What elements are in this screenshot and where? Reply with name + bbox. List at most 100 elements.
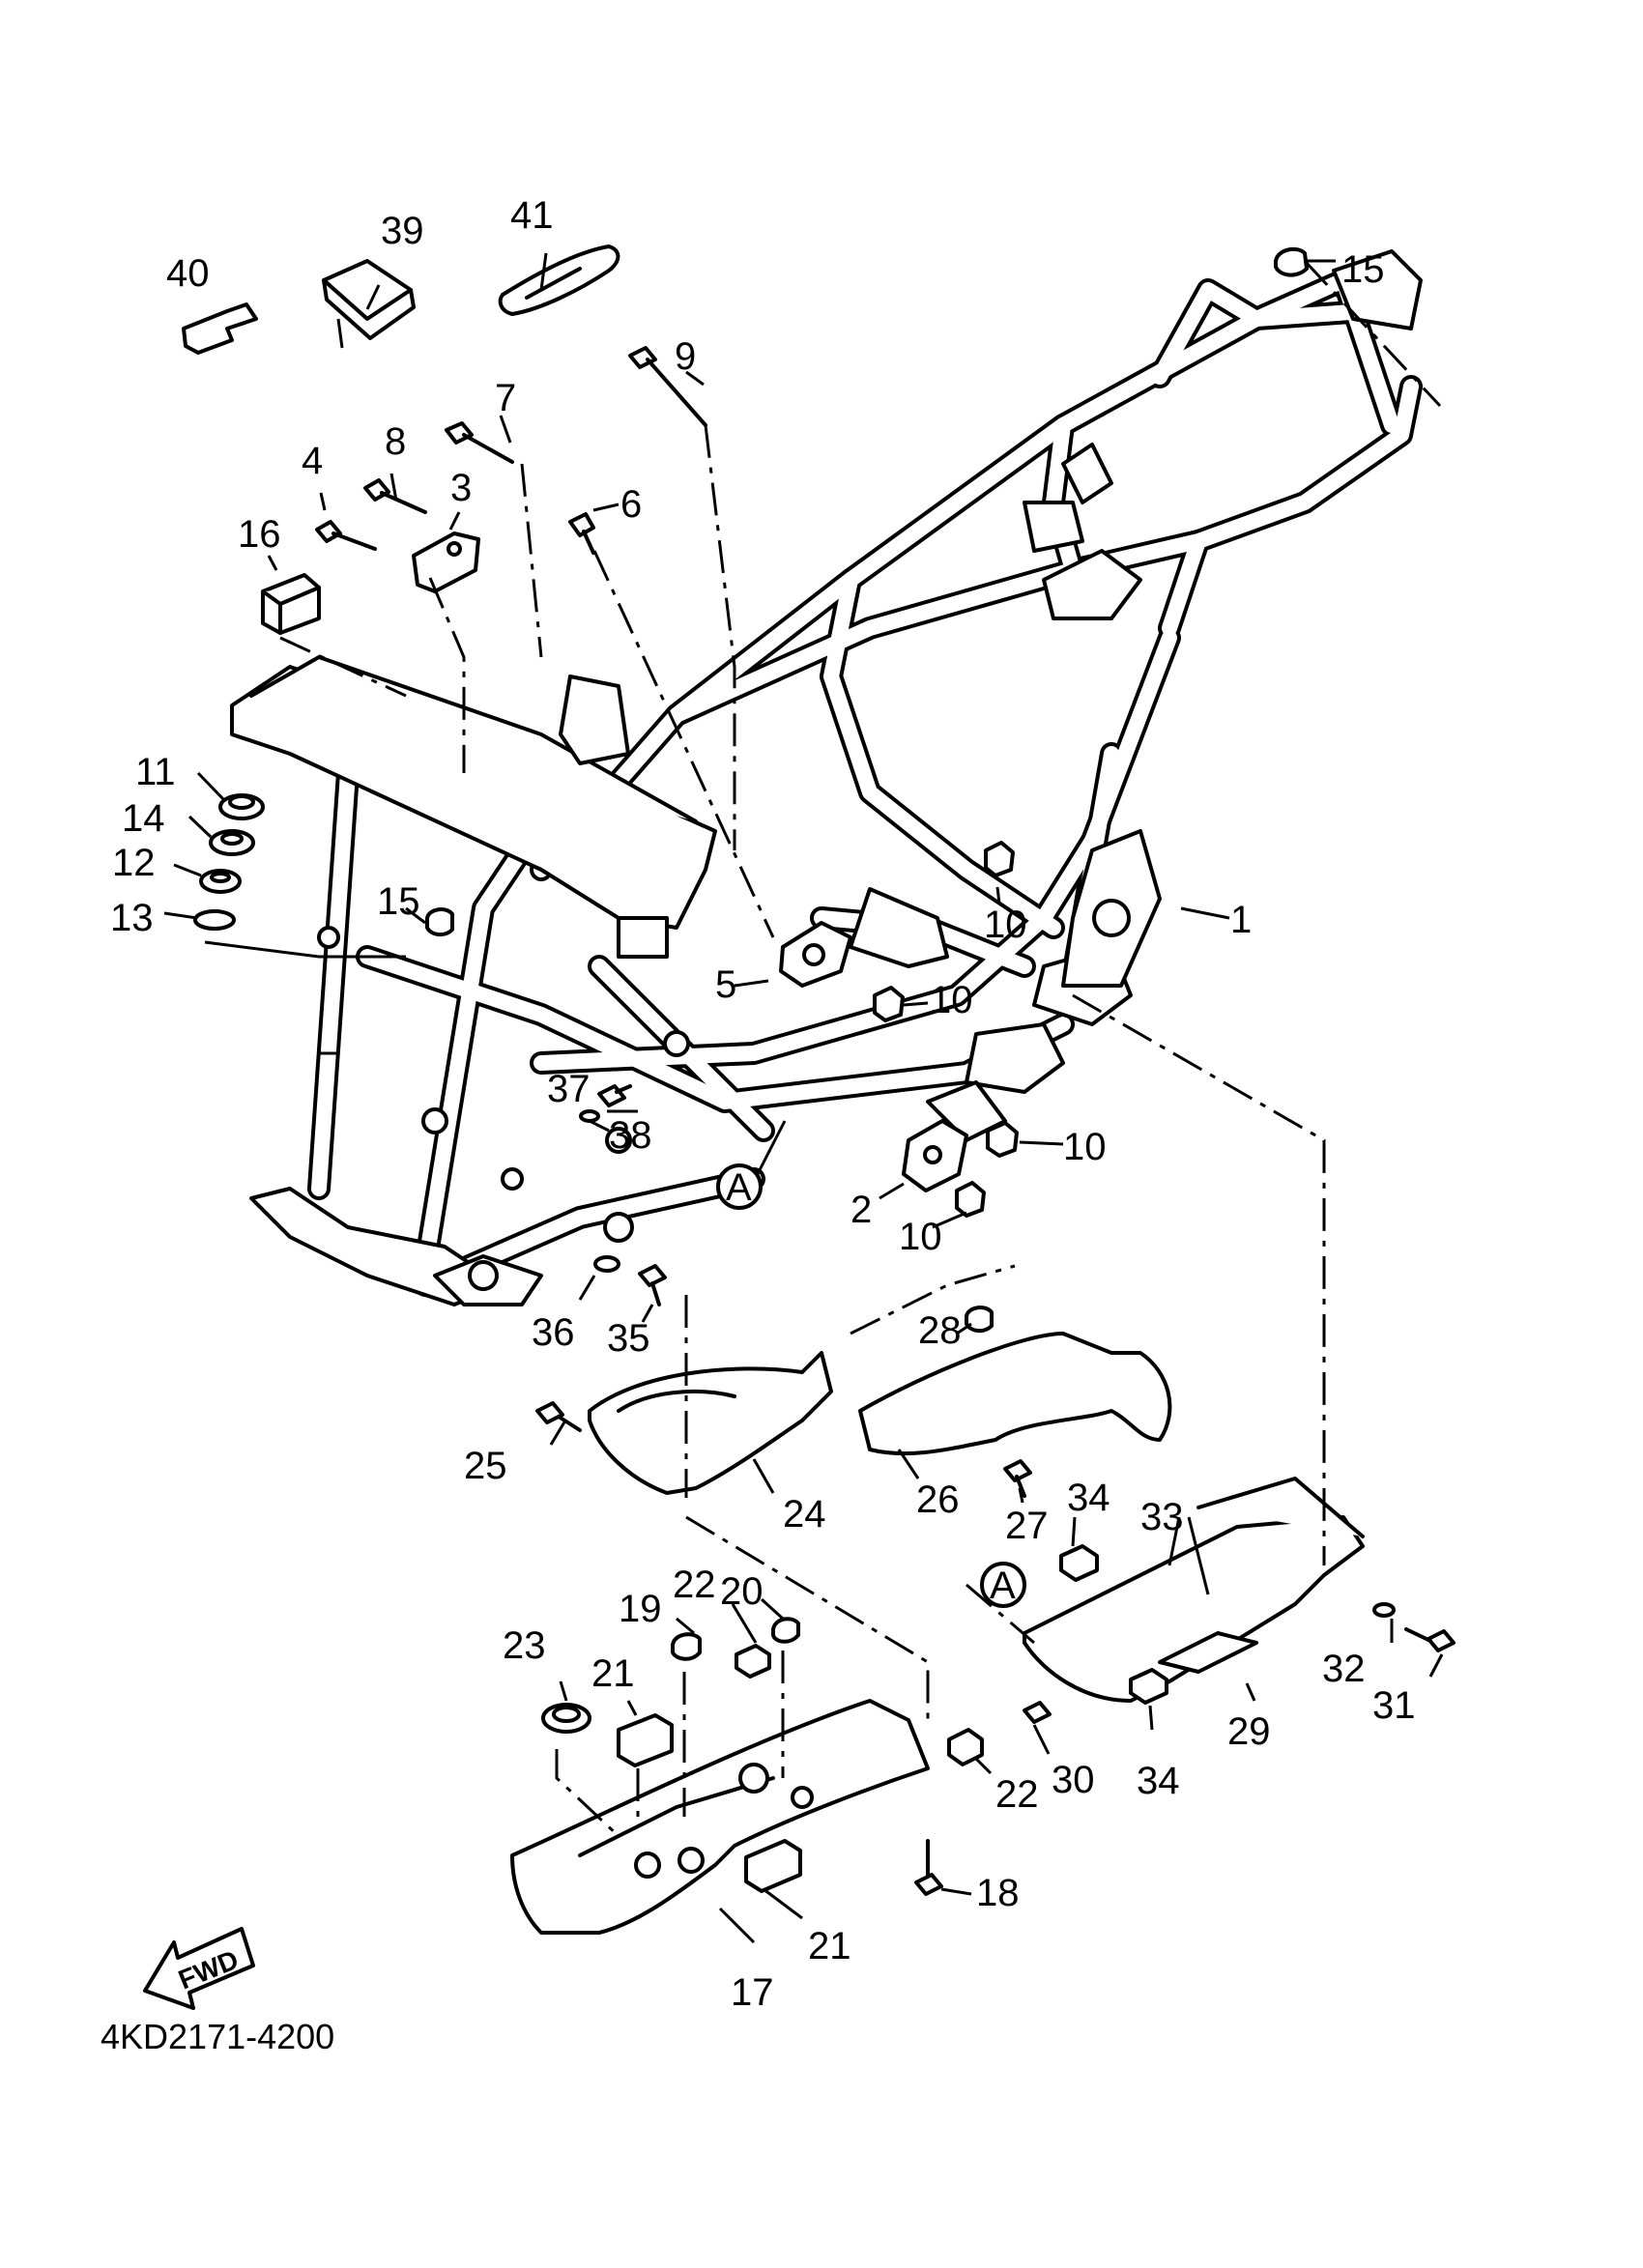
bracket-part-3 [412,531,480,593]
pad-part-34-a [1059,1544,1099,1582]
callout: 35 [607,1317,650,1360]
block-part-21-b [744,1839,802,1893]
callout: 26 [916,1479,960,1521]
bolt-part-18 [914,1839,943,1896]
bolt-part-4 [315,520,377,551]
callout: 21 [591,1652,635,1695]
callout: 6 [620,483,642,526]
callout: 10 [899,1216,942,1258]
callout: 23 [503,1624,546,1667]
cap-part-20 [771,1617,800,1644]
guard-part-26 [858,1332,1172,1456]
callout: 32 [1322,1648,1366,1690]
plate-part-41 [498,244,620,316]
bolt-part-37 [597,1084,632,1107]
callout: 3 [450,467,472,509]
skid-plate-part-17 [510,1699,930,1935]
pad-part-39 [322,259,416,340]
callout: 34 [1137,1760,1180,1802]
ref-marker-a-1-label: A [726,1166,752,1209]
ref-marker-a-2: A [980,1562,1026,1608]
clip-part-40 [182,302,258,355]
callout: 7 [495,377,516,419]
pad-part-22-a [735,1644,771,1679]
callout: 25 [464,1445,507,1487]
callout: 8 [385,420,406,463]
callout: 22 [673,1564,716,1606]
grommet-part-23 [541,1703,591,1734]
callout: 13 [110,897,154,939]
washer-part-11 [218,793,265,820]
ref-marker-a-1: A [716,1163,763,1210]
cap-part-15-top [1274,246,1309,277]
nut-part-10-d [955,1181,986,1218]
washer-part-12 [199,869,242,894]
cap-part-28 [965,1306,994,1333]
callout: 37 [547,1068,591,1110]
washer-part-13 [193,909,236,931]
nut-part-10-a [984,841,1015,877]
bolt-part-8 [363,478,427,514]
callout: 20 [720,1570,764,1613]
nut-part-10-b [873,986,905,1022]
cap-part-15-left [425,907,454,936]
frame-assembly [230,249,1423,1306]
callout: 27 [1005,1505,1049,1547]
callout: 30 [1052,1759,1095,1801]
callout: 17 [731,1971,774,2014]
ref-marker-a-2-label: A [990,1565,1016,1607]
callout: 21 [808,1925,851,1967]
callout: 14 [122,797,165,840]
washer-part-32 [1372,1602,1396,1618]
plate-part-2 [902,1119,968,1192]
callout: 28 [918,1309,962,1352]
washer-part-38 [579,1109,600,1123]
callout: 22 [995,1773,1039,1816]
callout: 10 [984,904,1027,946]
callout: 9 [675,335,696,378]
block-part-16 [261,573,321,635]
guard-part-24 [588,1351,833,1495]
bolt-part-9 [628,346,707,427]
nut-part-10-c [986,1121,1019,1158]
callout: 10 [1063,1126,1107,1168]
block-part-21-a [617,1713,674,1767]
cap-part-19 [671,1632,702,1661]
callout: 39 [381,210,424,252]
bolt-part-31 [1404,1627,1456,1652]
washer-part-36 [593,1255,620,1273]
callout: 29 [1227,1710,1271,1753]
skid-plate-part-29 [1023,1477,1365,1703]
callout: 4 [302,440,323,482]
callout: 24 [783,1493,826,1536]
bolt-part-35 [638,1264,667,1306]
bolt-part-30 [1023,1701,1052,1724]
pad-part-22-b [947,1728,984,1766]
leader-lines [163,252,1444,1944]
dash-lines [279,259,1442,1838]
callout: 11 [135,751,176,793]
callout: 16 [238,513,281,556]
diagram-code: 4KD2171-4200 [101,2017,334,2056]
bolt-part-7 [445,421,514,464]
callout: 1 [1230,899,1252,941]
bolt-part-6 [568,512,595,555]
callout: 31 [1372,1684,1416,1727]
pad-part-34-b [1129,1668,1168,1705]
callout: 34 [1067,1477,1110,1519]
callout: 40 [166,252,210,295]
fwd-arrow: FWD [143,1927,255,2010]
callout: 12 [112,842,156,884]
callout: 18 [976,1872,1020,1914]
callout: 19 [619,1588,662,1630]
bolt-part-25 [535,1401,582,1432]
callout: 2 [850,1189,872,1231]
callout: 15 [377,880,420,923]
callouts: 1 2 3 4 5 6 7 8 9 10 10 10 10 11 12 13 1… [110,194,1416,2014]
callout: 5 [715,963,736,1006]
plate-part-5 [779,921,852,988]
callout: 36 [532,1311,575,1354]
bolt-part-27 [1003,1459,1032,1498]
callout: 41 [510,194,554,237]
